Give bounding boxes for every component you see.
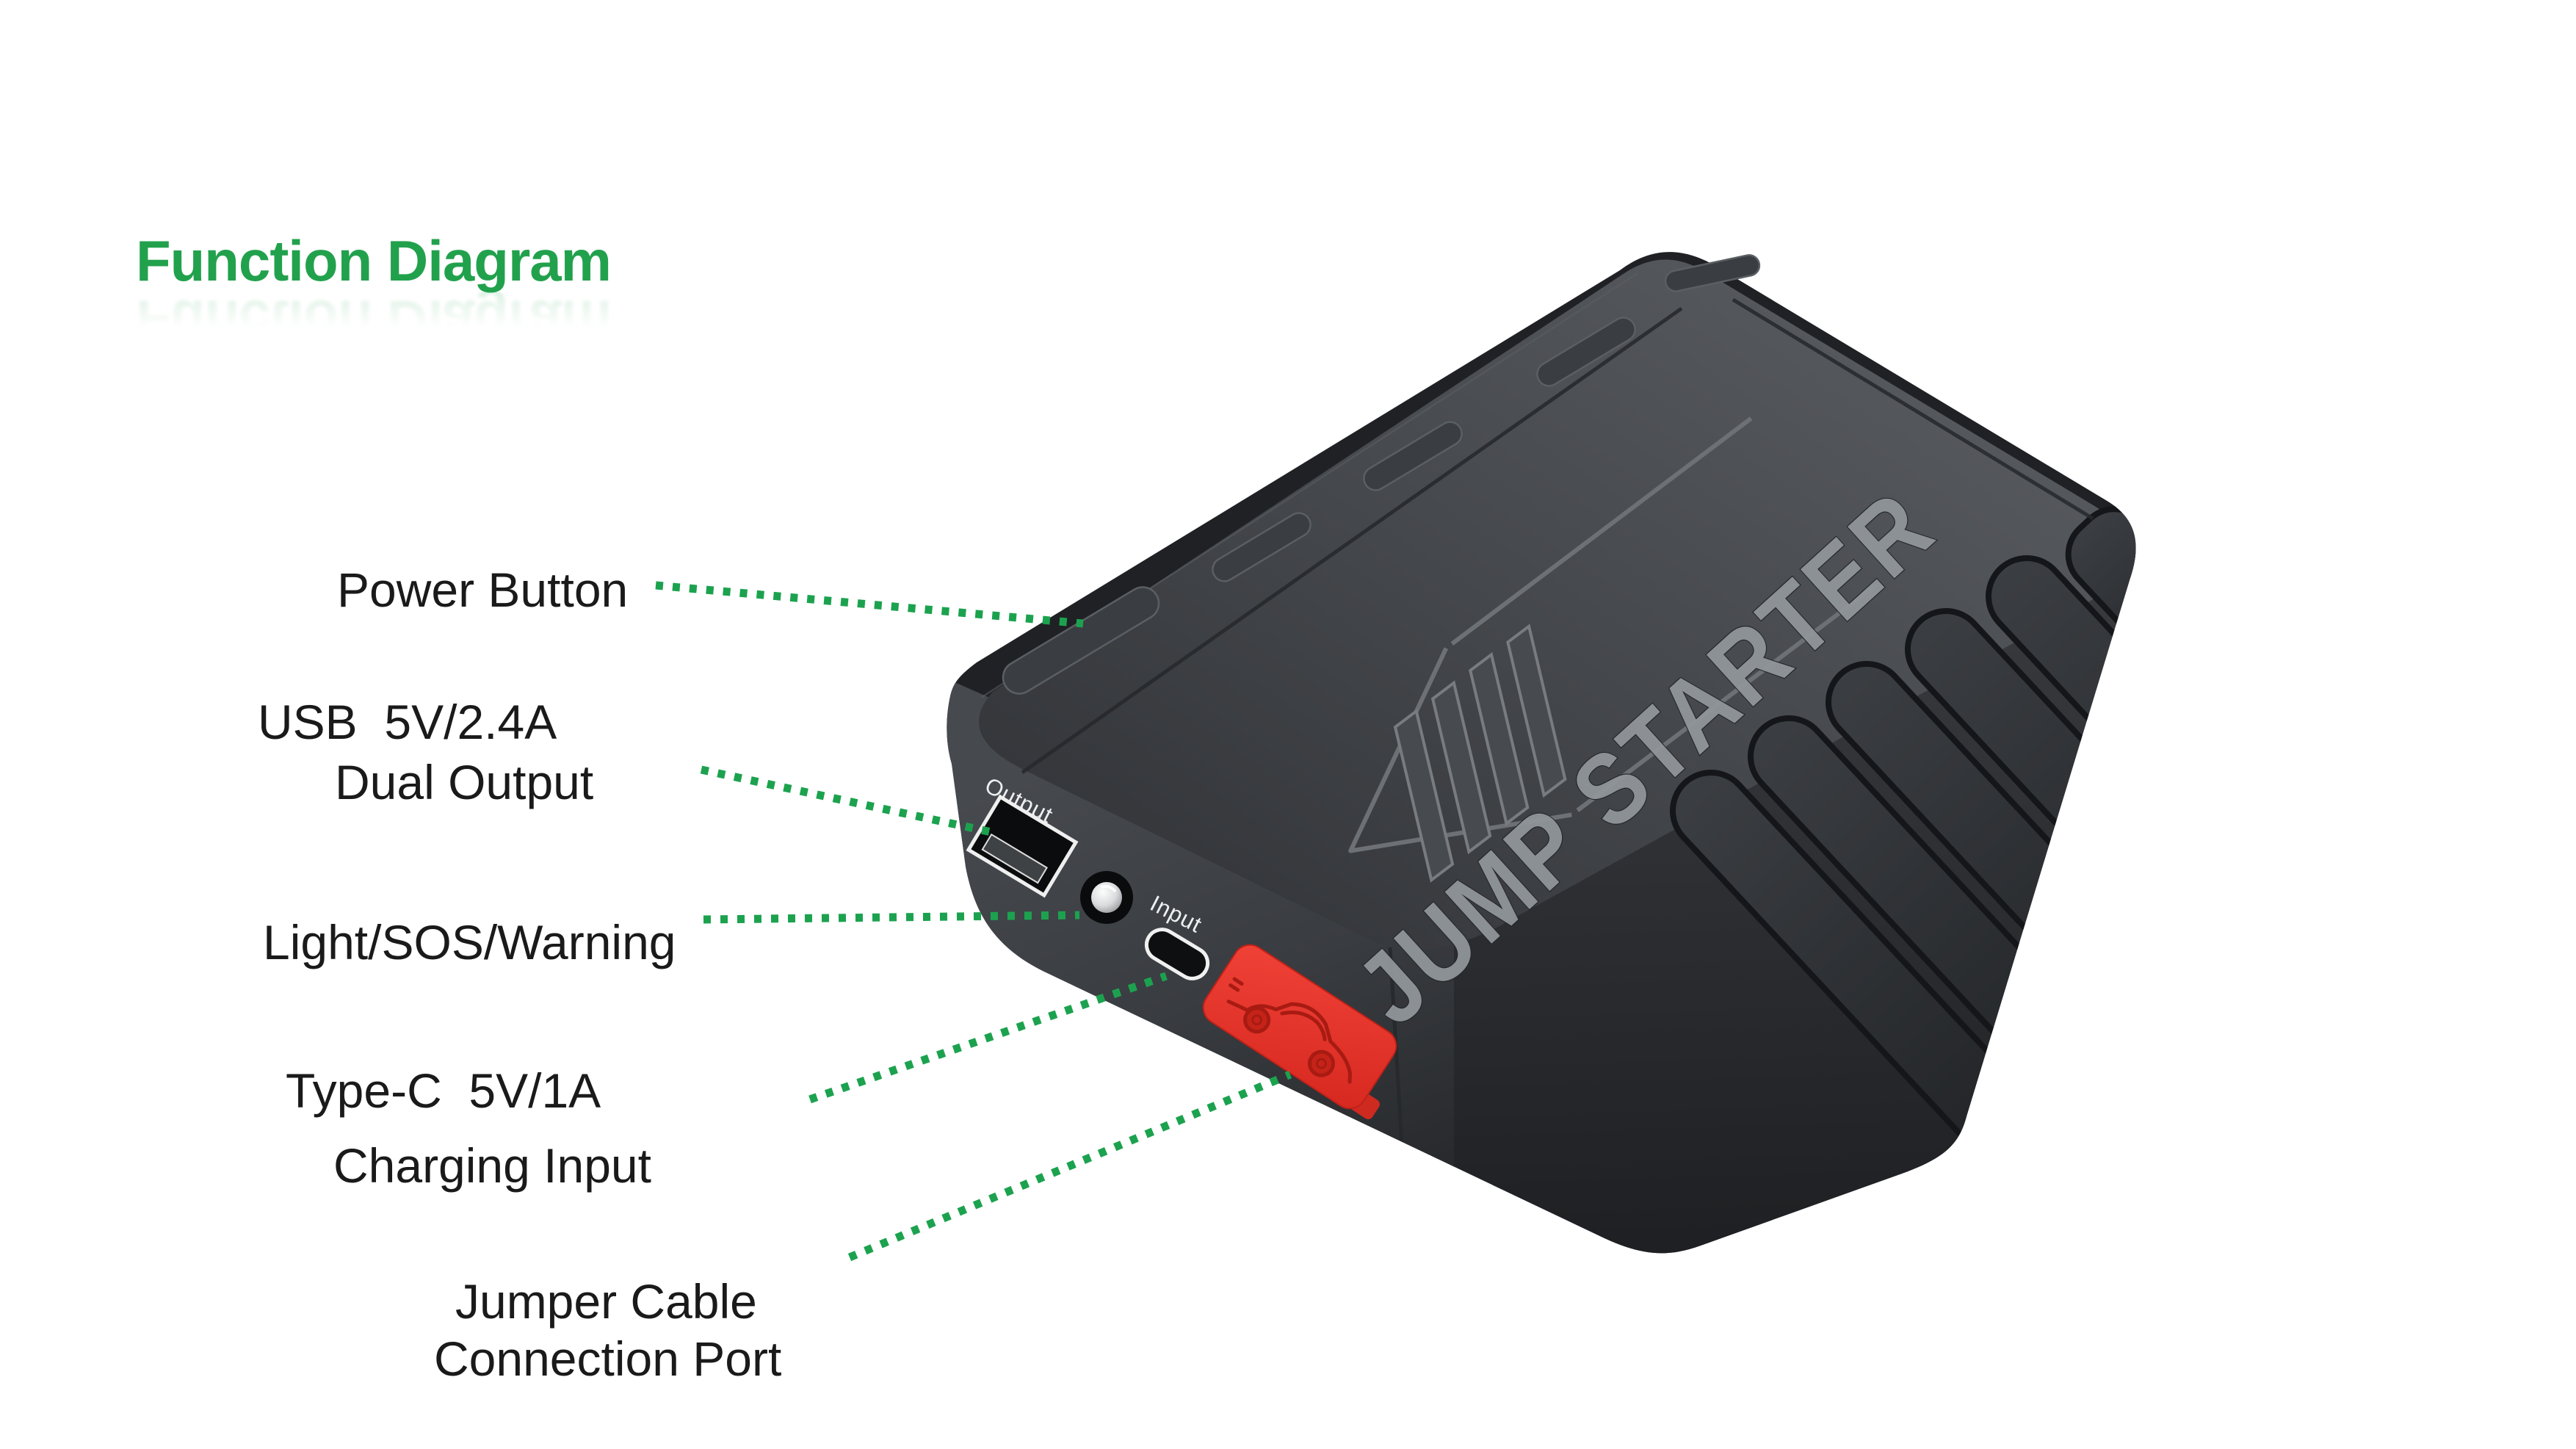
top-left-chamfer-crease [1021,306,1683,775]
corner-bumper-tab [1664,254,1761,292]
page-title: Function Diagram [136,228,612,293]
edge-tab [1212,512,1311,582]
power-button [1002,586,1160,695]
grip-rib [1986,555,2136,1022]
usb-output-port [966,794,1079,898]
leader-line-light-sos [703,911,1080,924]
led-flashlight [1080,871,1133,924]
label-typec-input-line1: Type-C 5V/1A [286,1063,601,1118]
label-light-sos-warning: Light/SOS/Warning [263,915,676,969]
leader-line-usb-output [700,765,993,836]
car-icon [1226,977,1352,1084]
edge-tab [1363,421,1463,491]
top-right-chamfer-crease [1732,297,2094,521]
leader-line-power-button [655,581,1084,628]
edge-tab [1536,317,1636,387]
jumper-cable-port-cover [1202,944,1397,1119]
device-top-face [978,259,2129,950]
label-jumper-port-line1: Jumper Cable [455,1274,757,1329]
typec-input-port [1144,928,1210,980]
leader-lines [655,581,1292,1262]
leader-line-jumper-port [847,1070,1292,1262]
jump-starter-device: JUMP STARTER Output Input [947,252,2136,1254]
label-usb-output-line2: Dual Output [335,755,594,809]
label-power-button: Power Button [337,563,629,617]
grip-rib-corner [2065,506,2136,718]
leader-line-typec-input [808,972,1168,1104]
label-jumper-port-line2: Connection Port [434,1331,782,1386]
label-usb-output-line1: USB 5V/2.4A [258,695,557,749]
hazard-stripes-emblem [1348,416,1878,883]
label-typec-input-line2: Charging Input [333,1138,651,1193]
